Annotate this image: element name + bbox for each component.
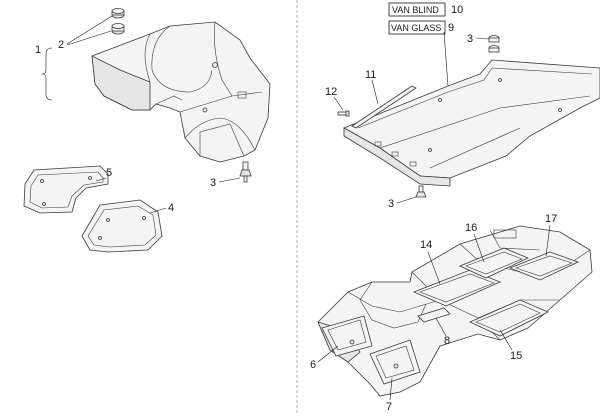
leader-15 bbox=[499, 329, 513, 351]
callout-3-right: 3 bbox=[388, 198, 394, 210]
callout-11: 11 bbox=[365, 69, 376, 81]
callout-8: 8 bbox=[444, 335, 450, 347]
callout-3-left: 3 bbox=[210, 177, 216, 189]
floor-panel-part-8 bbox=[417, 307, 451, 323]
callout-14: 14 bbox=[420, 239, 432, 251]
leader-9-10 bbox=[443, 31, 449, 87]
leader-14 bbox=[427, 251, 441, 285]
callout-16: 16 bbox=[465, 222, 477, 234]
callout-15: 15 bbox=[510, 350, 522, 362]
bracket-part-1 bbox=[41, 47, 53, 101]
leader-2a bbox=[66, 15, 113, 45]
cap-part-3-lower bbox=[488, 45, 500, 53]
leader-16 bbox=[473, 233, 485, 263]
cap-part-2-lower bbox=[111, 23, 125, 35]
callout-2: 2 bbox=[58, 39, 64, 51]
leader-8 bbox=[435, 317, 447, 337]
callout-3-upper-right: 3 bbox=[467, 33, 473, 45]
cap-part-2-upper bbox=[111, 8, 125, 19]
leader-2b bbox=[66, 30, 112, 46]
floor-mat-part-5 bbox=[23, 165, 109, 214]
leader-5 bbox=[95, 177, 107, 182]
callout-1: 1 bbox=[35, 44, 41, 56]
leader-3-left bbox=[218, 177, 241, 183]
callout-4: 4 bbox=[168, 202, 174, 214]
floor-panel-part-16 bbox=[458, 247, 529, 279]
screw-part-3-left bbox=[239, 161, 252, 183]
floor-panel-part-17 bbox=[508, 251, 580, 281]
label-box-van-glass bbox=[388, 20, 446, 35]
leader-4 bbox=[149, 207, 167, 214]
floor-panel-part-15 bbox=[469, 299, 549, 337]
leader-7 bbox=[389, 377, 393, 401]
leader-11 bbox=[371, 79, 379, 105]
callout-9: 9 bbox=[448, 22, 454, 34]
screw-part-3-right bbox=[415, 185, 427, 198]
floor-mat-part-4 bbox=[81, 199, 163, 253]
screw-part-12 bbox=[337, 110, 350, 117]
callout-5: 5 bbox=[106, 167, 112, 179]
floor-panel-part-7 bbox=[369, 339, 421, 385]
label-van-glass: VAN GLASS bbox=[391, 23, 441, 33]
callout-6: 6 bbox=[310, 359, 316, 371]
leader-3-upper-right bbox=[475, 37, 490, 40]
vehicle-floor-pan bbox=[317, 225, 593, 397]
floor-panel-part-14 bbox=[412, 269, 502, 307]
leader-3-right bbox=[396, 196, 417, 204]
floor-panel-part-6 bbox=[321, 315, 373, 357]
callout-12: 12 bbox=[325, 86, 337, 98]
callout-17: 17 bbox=[545, 213, 557, 225]
trim-strip-part-11 bbox=[351, 85, 417, 129]
cargo-floor-board bbox=[343, 59, 600, 187]
label-box-van-blind bbox=[388, 2, 446, 17]
leader-6 bbox=[317, 345, 339, 363]
leader-12 bbox=[333, 96, 344, 111]
floor-tunnel-cover bbox=[91, 21, 271, 163]
label-van-blind: VAN BLIND bbox=[392, 5, 439, 15]
callout-10: 10 bbox=[451, 4, 463, 16]
leader-17 bbox=[545, 224, 551, 257]
cap-part-3-upper bbox=[488, 35, 500, 43]
callout-7: 7 bbox=[386, 401, 392, 413]
